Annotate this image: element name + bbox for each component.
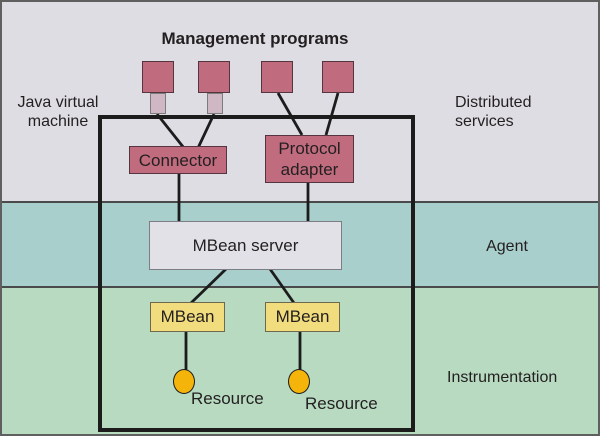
- management-program-icon: [322, 61, 354, 93]
- wire-program3-adapter: [276, 92, 304, 136]
- protocol-adapter-line2: adapter: [280, 160, 339, 179]
- jvm-boundary-box: [98, 115, 415, 432]
- management-program-icon: [261, 61, 293, 93]
- resource-icon: [173, 369, 195, 394]
- connector-plug-icon: [207, 93, 223, 114]
- wire-server-mbean2: [268, 268, 296, 304]
- wire-program2-connector: [196, 113, 216, 149]
- jvm-label-line2: machine: [27, 113, 89, 130]
- wire-program4-adapter: [324, 92, 340, 136]
- diagram-title: Management programs: [161, 29, 349, 48]
- connector-box: Connector: [129, 146, 227, 174]
- agent-label: Agent: [486, 238, 528, 255]
- mbean-label: MBean: [160, 307, 215, 326]
- wire-server-mbean1: [190, 267, 227, 305]
- management-program-icon: [142, 61, 174, 93]
- instrumentation-label: Instrumentation: [447, 369, 558, 386]
- mbean-box: MBean: [265, 302, 340, 332]
- resource-label: Resource: [305, 394, 378, 413]
- connector-plug-icon: [150, 93, 166, 114]
- protocol-adapter-label: Protocol adapter: [278, 138, 340, 180]
- jvm-label: Java virtual machine: [8, 93, 108, 131]
- protocol-adapter-line1: Protocol: [278, 139, 341, 158]
- distributed-services-label: Distributed services: [455, 93, 531, 131]
- mbean-box: MBean: [150, 302, 225, 332]
- mbean-server-label: MBean server: [192, 235, 299, 255]
- resource-label: Resource: [191, 389, 264, 408]
- wire-program1-connector: [155, 113, 186, 149]
- management-program-icon: [198, 61, 230, 93]
- protocol-adapter-box: Protocol adapter: [265, 135, 354, 183]
- connector-label: Connector: [138, 150, 218, 170]
- distributed-label-line1: Distributed: [455, 94, 532, 111]
- distributed-label-line2: services: [455, 113, 514, 130]
- resource-icon: [288, 369, 310, 394]
- mbean-server-box: MBean server: [149, 221, 342, 270]
- mbean-label: MBean: [275, 307, 330, 326]
- jvm-label-line1: Java virtual: [17, 94, 99, 111]
